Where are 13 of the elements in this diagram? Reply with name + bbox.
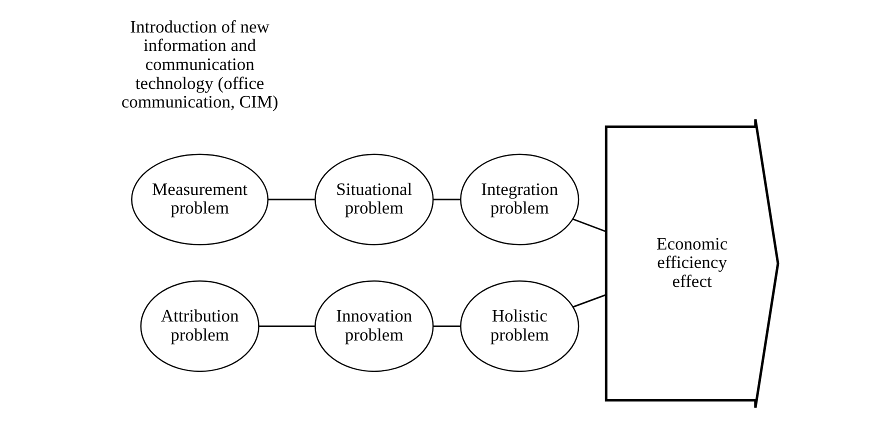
connector [268, 198, 315, 200]
connector [433, 325, 460, 327]
connector [572, 294, 606, 308]
node-ellipse: Situational problem [314, 154, 434, 246]
connector [258, 325, 316, 327]
label: Introduction of new information and communication technology (office communication, CIM) [121, 16, 278, 112]
node-ellipse: Innovation problem [314, 280, 434, 372]
connector [433, 198, 460, 200]
node-ellipse: Integration problem [460, 154, 580, 246]
node-ellipse: Holistic problem [460, 280, 580, 372]
connector [572, 218, 606, 232]
node-ellipse: Measurement problem [131, 154, 269, 246]
node-ellipse: Attribution problem [140, 280, 260, 372]
